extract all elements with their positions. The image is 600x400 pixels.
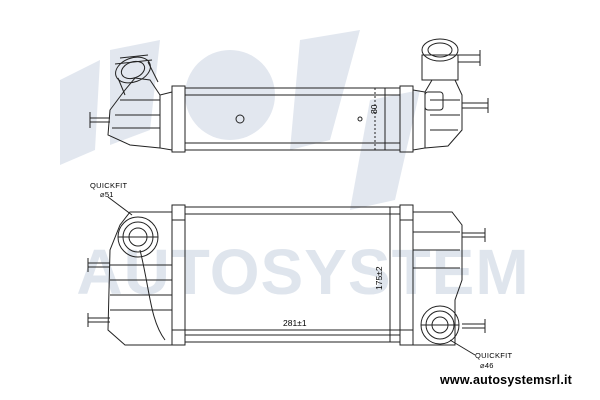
top-height-dim-text: 80 — [369, 104, 379, 114]
top-left-inlet — [114, 54, 159, 96]
top-view — [89, 38, 489, 153]
front-right-header — [399, 204, 414, 346]
top-right-inlet — [421, 38, 481, 81]
front-left-header — [171, 204, 186, 346]
top-right-header — [399, 85, 414, 153]
quickfit-right-leader — [449, 339, 476, 356]
front-left-pins — [87, 258, 110, 327]
front-right-tank — [413, 211, 463, 346]
top-left-tank — [107, 77, 161, 149]
watermark-brand-text: AUTOSYSTEM — [76, 236, 530, 308]
top-right-tank — [424, 79, 463, 149]
front-view — [87, 196, 486, 356]
top-mount-hole — [357, 116, 363, 122]
top-mount-hole — [235, 114, 245, 124]
quickfit-left-leader — [107, 196, 133, 216]
top-left-header — [171, 85, 186, 153]
front-right-pins — [462, 228, 486, 333]
website-url: www.autosystemsrl.it — [440, 373, 573, 387]
front-right-quickfit — [420, 305, 460, 345]
front-height-dim-text: 175±2 — [374, 266, 384, 290]
quickfit-left-diameter: ⌀51 — [100, 190, 114, 199]
quickfit-right-diameter: ⌀46 — [480, 361, 494, 370]
front-width-dim-text: 281±1 — [283, 318, 307, 328]
front-left-quickfit — [117, 216, 159, 258]
quickfit-right-label: QUICKFIT — [475, 351, 513, 360]
front-left-tank — [107, 211, 172, 346]
quickfit-left-label: QUICKFIT — [90, 181, 128, 190]
